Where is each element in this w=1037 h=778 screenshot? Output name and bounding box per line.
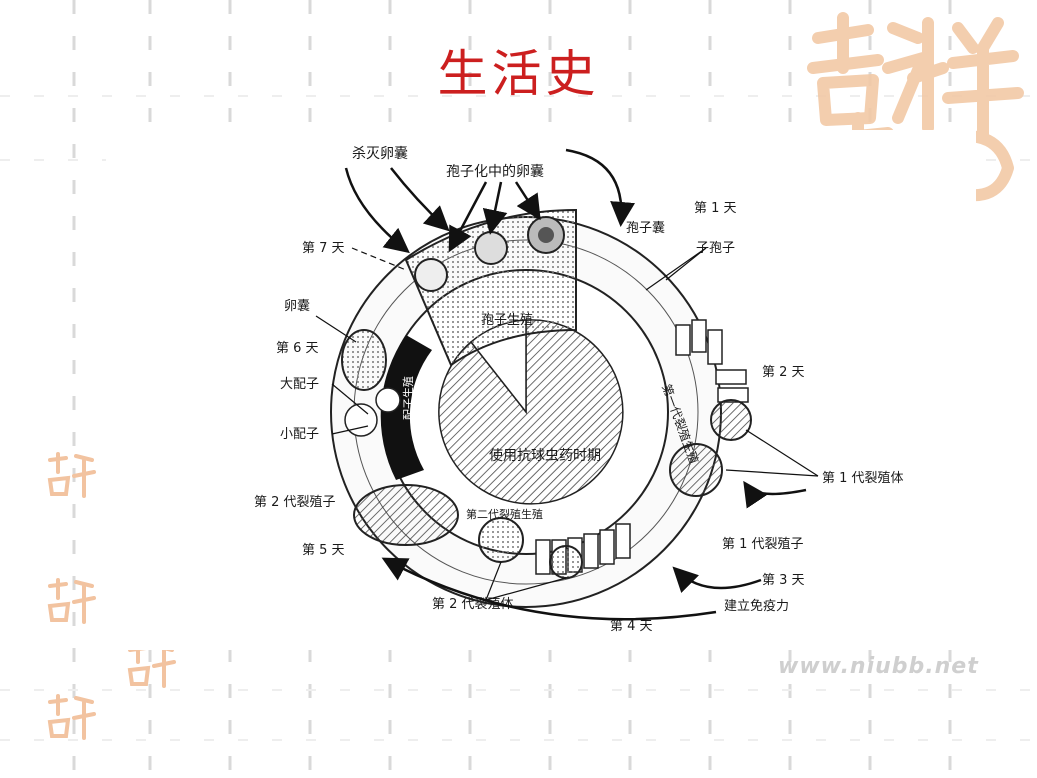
label-sporozoite: 子孢子 <box>696 241 735 256</box>
label-day2: 第 2 天 <box>762 365 805 380</box>
label-microgamete: 小配子 <box>280 427 319 442</box>
gen1-schizont-cell <box>669 443 723 497</box>
intestinal-cells-right <box>675 319 749 403</box>
gametogony-label: 配子生殖 <box>401 376 415 420</box>
gen2-schizont-cell <box>478 517 524 563</box>
label-day1: 第 1 天 <box>694 201 737 216</box>
decorative-seal-small <box>47 578 96 624</box>
label-oocyst: 卵囊 <box>284 298 310 314</box>
label-gen2-merozoite: 第 2 代裂殖子 <box>254 494 336 510</box>
drug-period-sector <box>438 319 624 505</box>
page-title: 生活史 <box>437 45 600 103</box>
label-day3: 第 3 天 <box>762 573 805 588</box>
sporogony-label: 孢子生殖 <box>481 312 533 328</box>
label-day6: 第 6 天 <box>276 341 319 356</box>
label-sporulating-oocyst: 孢子化中的卵囊 <box>446 163 544 180</box>
label-gen2-schizont: 第 2 代裂殖体 <box>432 596 514 612</box>
label-macrogamete: 大配子 <box>280 377 319 392</box>
life-cycle-diagram: 使用抗球虫药时期 孢子生殖 第一代裂殖生殖 第二代裂殖生 <box>106 130 976 650</box>
label-immunity: 建立免疫力 <box>724 598 789 614</box>
decorative-seal-small <box>47 694 96 740</box>
arrows <box>344 148 807 621</box>
gen2-schizogony-label: 第二代裂殖生殖 <box>466 507 543 521</box>
oocyst-cell <box>474 231 508 265</box>
intestinal-cells-bottom <box>535 523 631 575</box>
macrogamete-cell <box>344 403 378 437</box>
label-gen1-schizont: 第 1 代裂殖体 <box>822 470 904 486</box>
gen2-merozoite-cluster <box>353 484 459 546</box>
label-day4: 第 4 天 <box>610 619 653 634</box>
watermark-text: www.niubb.net <box>778 654 979 679</box>
oocyst-core <box>538 227 554 243</box>
label-gen1-merozoite: 第 1 代裂殖子 <box>722 536 804 552</box>
gametogony-band <box>380 335 432 480</box>
life-cycle-svg: 使用抗球虫药时期 孢子生殖 第一代裂殖生殖 第二代裂殖生 <box>254 145 904 634</box>
label-day5: 第 5 天 <box>302 543 345 558</box>
label-day7: 第 7 天 <box>302 241 345 256</box>
oocyst-cell <box>414 258 448 292</box>
leader-lines <box>315 247 819 601</box>
macrogamete-cell <box>375 387 401 413</box>
gen1-schizont-cell <box>710 399 752 441</box>
gen2-schizont-cell <box>549 545 583 579</box>
label-sporocyst: 孢子囊 <box>626 220 665 236</box>
drug-period-label: 使用抗球虫药时期 <box>489 447 601 464</box>
label-kill-oocyst: 杀灭卵囊 <box>352 145 408 162</box>
oocyst-in-cell <box>341 329 387 391</box>
decorative-seal-small <box>47 452 96 498</box>
